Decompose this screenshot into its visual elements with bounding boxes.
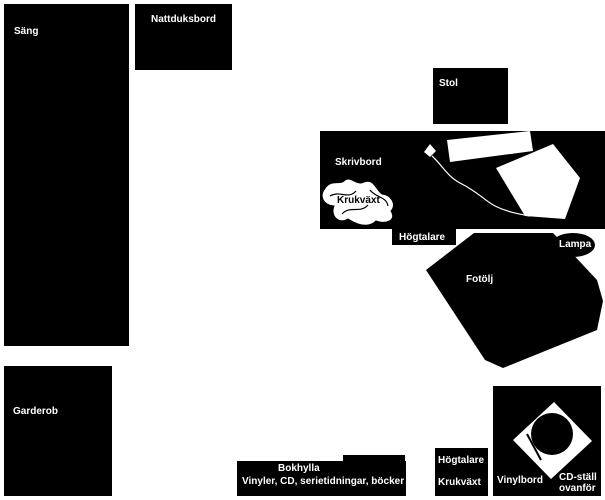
- wardrobe-label: Garderob: [13, 406, 59, 417]
- vinyl-record: [531, 413, 573, 455]
- lamp-label: Lampa: [559, 239, 592, 250]
- bookshelf: [237, 461, 406, 496]
- armchair-label: Fotölj: [466, 274, 494, 285]
- bed-label: Säng: [14, 26, 39, 37]
- desk-plant-label: Krukväxt: [337, 195, 380, 206]
- desk-lamp-shape: [424, 144, 436, 157]
- chair: [433, 68, 508, 124]
- nightstand: [135, 4, 232, 70]
- speaker-corner-label: Högtalare: [438, 455, 485, 466]
- corner-plant-label: Krukväxt: [438, 477, 481, 488]
- nightstand-label: Nattduksbord: [151, 14, 216, 25]
- cd-shelf-label-line1: CD-ställ: [559, 472, 597, 483]
- bed: [4, 4, 129, 346]
- floor-lamp: [551, 233, 595, 257]
- cd-shelf-label-line2: ovanför: [559, 483, 596, 494]
- bookshelf-contents-label: Vinyler, CD, serietidningar, böcker: [242, 476, 405, 487]
- chair-label: Stol: [439, 78, 458, 89]
- vinyl-table-label: Vinylbord: [497, 475, 543, 486]
- desk-plant-shape: [321, 178, 394, 226]
- wardrobe: [4, 366, 112, 496]
- cable-line: [431, 155, 531, 217]
- tonearm: [526, 433, 542, 461]
- keyboard-shape: [447, 131, 533, 162]
- speaker-desk: [392, 229, 456, 245]
- speaker-desk-label: Högtalare: [399, 232, 446, 243]
- monitor-shape: [496, 144, 580, 219]
- speaker-corner: [435, 448, 488, 496]
- desk-plant-leaves: [329, 189, 389, 215]
- bookshelf-top: [343, 455, 405, 461]
- bookshelf-label: Bokhylla: [278, 463, 320, 474]
- desk-label: Skrivbord: [335, 157, 382, 168]
- armchair: [426, 233, 603, 368]
